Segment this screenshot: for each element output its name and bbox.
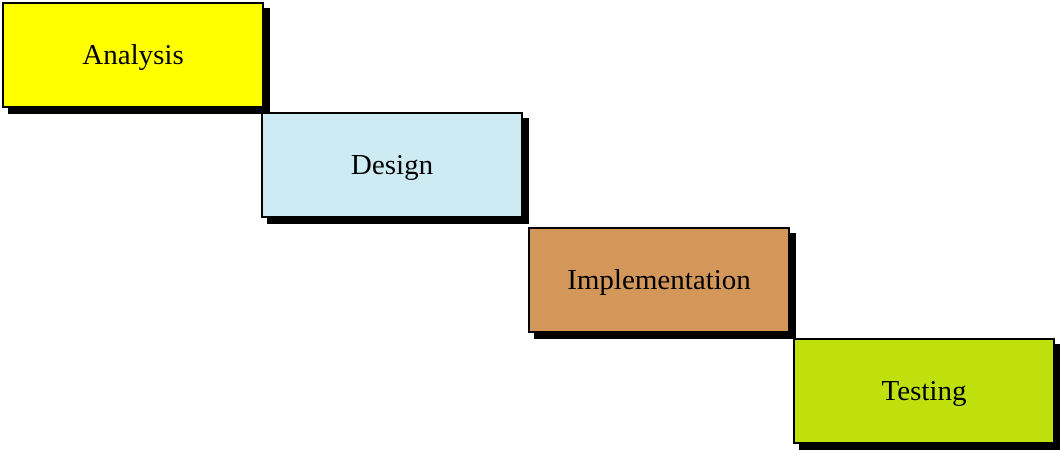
stage-design-label: Design bbox=[350, 148, 434, 181]
stage-design-box: Design bbox=[261, 112, 523, 218]
stage-testing-box: Testing bbox=[793, 338, 1055, 444]
stage-analysis-box: Analysis bbox=[2, 2, 264, 108]
stage-testing-label: Testing bbox=[881, 374, 967, 407]
stage-analysis-label: Analysis bbox=[82, 38, 184, 71]
stage-implementation-label: Implementation bbox=[567, 263, 751, 296]
stage-implementation-box: Implementation bbox=[528, 227, 790, 333]
